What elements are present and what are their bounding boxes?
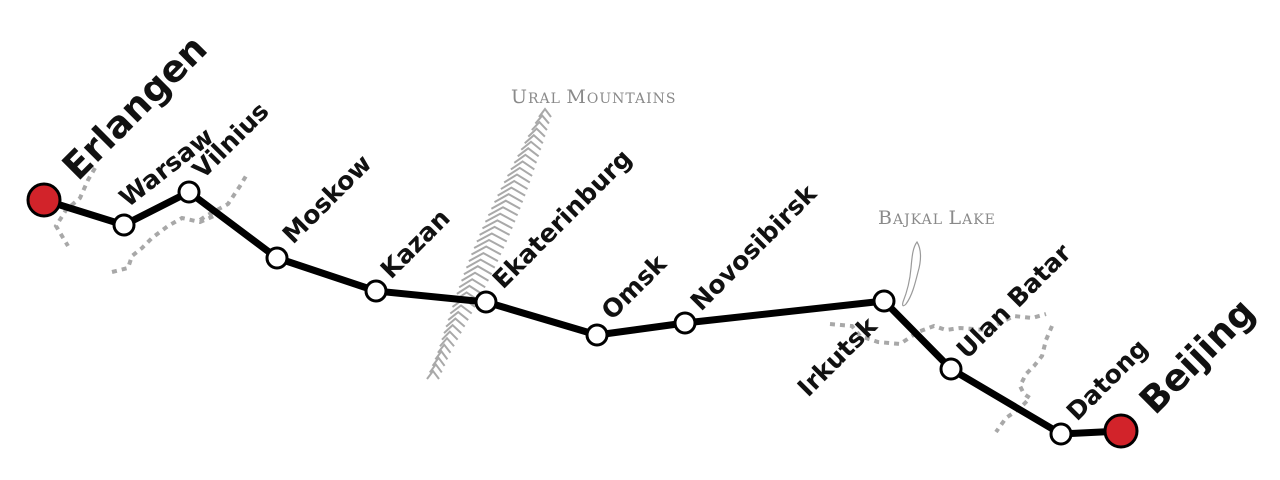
mountain-ridge bbox=[449, 304, 473, 315]
mountain-ridge bbox=[479, 225, 511, 236]
mountain-ridge bbox=[500, 179, 529, 190]
mountain-ridge bbox=[520, 140, 542, 151]
mountain-ridge bbox=[468, 251, 499, 262]
mountain-ridge bbox=[534, 114, 550, 125]
border-poland-east bbox=[111, 214, 226, 274]
mountain-ridge bbox=[531, 120, 548, 131]
stop-label-moskow: Moskow bbox=[277, 149, 378, 250]
mountain-ridge bbox=[426, 369, 440, 380]
stop-label-novosibirsk: Novosibirsk bbox=[685, 178, 823, 316]
mountain-ridge bbox=[437, 343, 452, 354]
mountain-ridge bbox=[456, 284, 483, 295]
mountain-ridge bbox=[443, 323, 462, 334]
endpoint-marker-beijing bbox=[1103, 413, 1139, 449]
stop-marker-kazan bbox=[364, 279, 388, 303]
mountain-ridge bbox=[441, 330, 459, 341]
mountain-ridge bbox=[490, 199, 521, 210]
mountain-ridge bbox=[484, 212, 516, 223]
stop-label-irkutsk: Irkutsk bbox=[792, 310, 884, 402]
mountain-ridge bbox=[503, 173, 531, 184]
route-line bbox=[40, 188, 1125, 438]
stop-label-ulan-batar: Ulan Batar bbox=[951, 238, 1078, 365]
mountain-ridge bbox=[473, 238, 505, 249]
mountain-ridge bbox=[538, 107, 552, 118]
mountain-ridge bbox=[517, 147, 540, 158]
mountain-ridge bbox=[428, 362, 443, 374]
mountain-ridge bbox=[470, 245, 502, 256]
mountain-range-icon bbox=[426, 107, 552, 380]
stop-marker-ekaterinburg bbox=[474, 290, 498, 314]
mountain-ridge bbox=[465, 258, 496, 269]
stop-marker-novosibirsk bbox=[673, 311, 697, 335]
endpoint-marker-erlangen bbox=[26, 182, 62, 218]
mountain-ridge bbox=[445, 317, 466, 328]
mountains-label: URAL MOUNTAINS bbox=[511, 86, 676, 108]
mountain-ridge bbox=[527, 127, 546, 138]
stop-label-kazan: Kazan bbox=[375, 203, 456, 284]
mountain-ridge bbox=[434, 349, 449, 360]
stop-marker-vilnius bbox=[177, 180, 201, 204]
mountain-ridge bbox=[458, 278, 486, 289]
mountain-ridge bbox=[481, 219, 513, 230]
mountain-ridge bbox=[506, 166, 533, 177]
mountain-ridge bbox=[476, 232, 508, 243]
mountain-ridge bbox=[447, 310, 469, 321]
stop-marker-irkutsk bbox=[872, 289, 896, 313]
stop-label-omsk: Omsk bbox=[596, 248, 673, 325]
mountain-ridge bbox=[510, 160, 535, 171]
border-baltic bbox=[198, 174, 248, 222]
stop-markers bbox=[112, 180, 1073, 446]
mountain-ridge bbox=[524, 133, 544, 144]
mountain-ridge bbox=[463, 265, 493, 276]
stop-marker-datong bbox=[1049, 422, 1073, 446]
stop-marker-warsaw bbox=[112, 213, 136, 237]
mountain-ridge bbox=[513, 153, 538, 164]
stop-label-datong: Datong bbox=[1061, 333, 1154, 426]
mountain-ridge bbox=[461, 271, 489, 282]
lake-label: BAJKAL LAKE bbox=[878, 207, 996, 229]
mountain-ridge bbox=[439, 336, 455, 347]
border-russia-mongolia bbox=[829, 312, 1047, 347]
stop-marker-ulan-batar bbox=[939, 357, 963, 381]
stop-marker-moskow bbox=[265, 246, 289, 270]
mountain-ridge bbox=[497, 186, 526, 197]
mountain-ridge bbox=[487, 206, 519, 217]
mountain-ridge bbox=[431, 356, 446, 367]
stop-marker-omsk bbox=[585, 323, 609, 347]
mountain-ridge bbox=[493, 193, 524, 204]
lake-icon bbox=[902, 240, 922, 307]
